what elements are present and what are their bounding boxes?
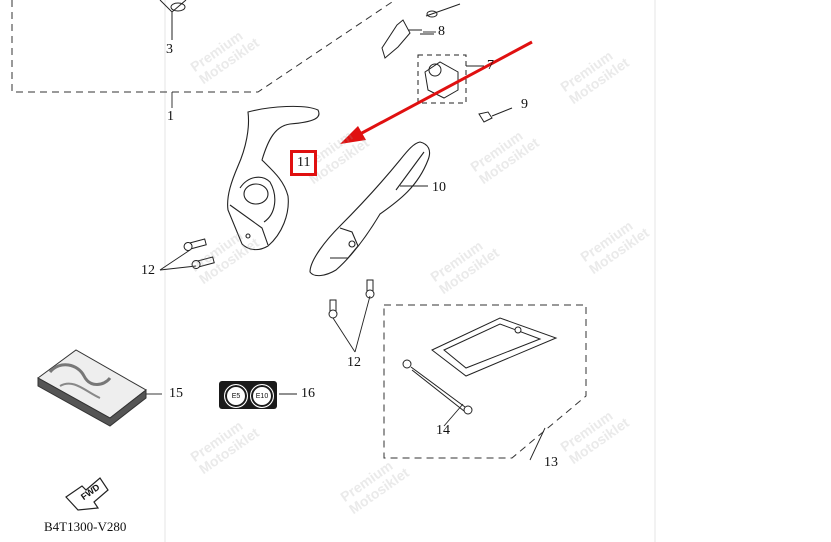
leader-lines: [146, 31, 546, 461]
callout-9: 9: [521, 97, 528, 112]
callout-8: 8: [438, 24, 445, 39]
part-11-grip-handle: [227, 105, 320, 251]
badge-e5: E5: [224, 384, 248, 408]
callout-1: 1: [167, 109, 174, 124]
callout-3: 3: [166, 42, 173, 57]
part-13-tray: [431, 317, 558, 377]
part-15-manual: [37, 349, 147, 427]
badge-e10: E10: [250, 384, 274, 408]
callout-7: 7: [487, 58, 494, 73]
callout-12-right: 12: [347, 355, 361, 370]
fwd-arrow-icon: [65, 477, 109, 511]
part-14-cable: [402, 359, 473, 415]
highlight-arrow: [340, 40, 533, 144]
callout-14: 14: [436, 423, 450, 438]
callout-13: 13: [544, 455, 558, 470]
callout-16: 16: [301, 386, 315, 401]
fuel-badge: E5 E10: [219, 381, 277, 409]
callout-12-left: 12: [141, 263, 155, 278]
document-id: B4T1300-V280: [44, 519, 127, 534]
group-frame-13: [383, 304, 587, 459]
part-10-side-cover: [309, 141, 431, 277]
callout-15: 15: [169, 386, 183, 401]
callout-11-highlighted: 11: [290, 150, 318, 176]
part-3-tip: [159, 0, 187, 40]
callout-10: 10: [432, 180, 446, 195]
group-frame-1: [11, 0, 396, 93]
